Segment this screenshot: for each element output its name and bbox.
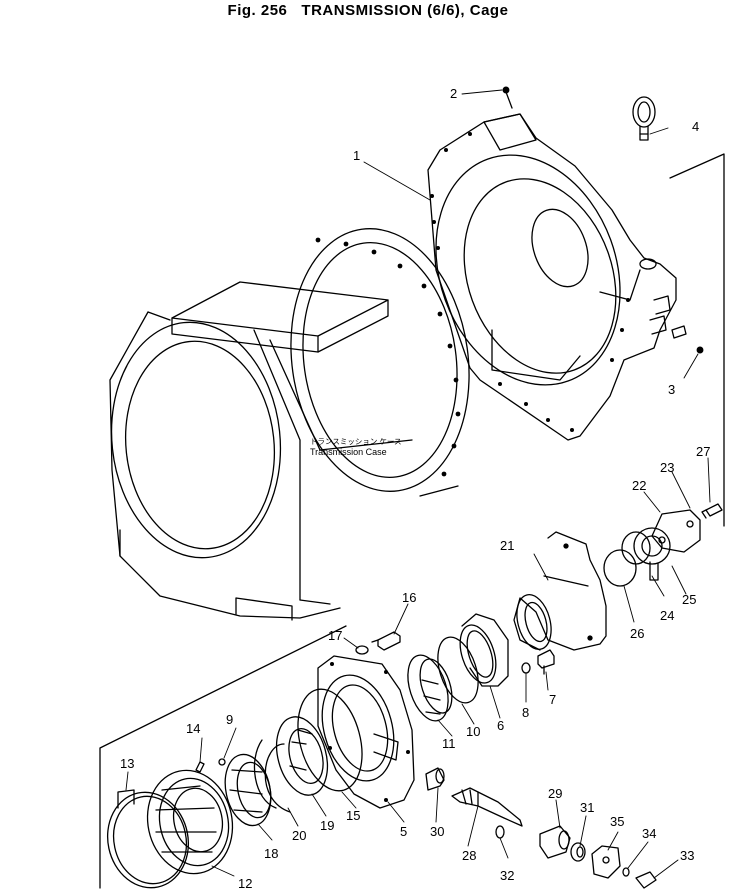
part-13-bracket — [117, 789, 135, 809]
callout-22: 22 — [632, 478, 646, 493]
callout-27: 27 — [696, 444, 710, 459]
seal-carrier-part-6 — [459, 613, 509, 687]
callout-18: 18 — [264, 846, 278, 861]
sleeve-part-29 — [539, 825, 571, 859]
callout-15: 15 — [346, 808, 360, 823]
o-ring-part-26 — [603, 549, 637, 587]
callout-16: 16 — [402, 590, 416, 605]
callout-9: 9 — [226, 712, 233, 727]
figure-caption: TRANSMISSION (6/6), Cage — [301, 2, 509, 19]
callout-14: 14 — [186, 721, 200, 736]
bolt-part-27 — [701, 503, 723, 519]
ring-part-10 — [437, 636, 479, 704]
bolt-part-16 — [371, 631, 401, 651]
callout-10: 10 — [466, 724, 480, 739]
callout-1: 1 — [353, 148, 360, 163]
figure-title: Fig. 256 TRANSMISSION (6/6), Cage — [0, 2, 736, 19]
callout-12: 12 — [238, 876, 252, 891]
seal-ring-part-12 — [146, 769, 234, 875]
leader-lines — [125, 89, 711, 879]
bushing-part-30 — [425, 767, 445, 791]
bearing-part-19 — [275, 716, 329, 796]
assembly-bracket-line — [669, 153, 725, 527]
cover-plate-parts-22-25 — [621, 509, 701, 581]
callout-23: 23 — [660, 460, 674, 475]
callout-8: 8 — [522, 705, 529, 720]
washer-part-8 — [521, 662, 531, 674]
callout-7: 7 — [549, 692, 556, 707]
callout-2: 2 — [450, 86, 457, 101]
transmission-case-label-jp: トランスミッション ケース — [310, 437, 402, 446]
callout-31: 31 — [580, 800, 594, 815]
shaft-part-28 — [451, 787, 523, 827]
callout-28: 28 — [462, 848, 476, 863]
callout-21: 21 — [500, 538, 514, 553]
callout-20: 20 — [292, 828, 306, 843]
callout-33: 33 — [680, 848, 694, 863]
callout-6: 6 — [497, 718, 504, 733]
transmission-case-label-en: Transmission Case — [310, 447, 387, 457]
ring-part-18 — [224, 753, 272, 827]
callout-4: 4 — [692, 119, 699, 134]
callout-25: 25 — [682, 592, 696, 607]
callout-35: 35 — [610, 814, 624, 829]
callout-32: 32 — [500, 868, 514, 883]
cage-housing-part-1 — [427, 113, 677, 441]
o-ring-part-15 — [297, 688, 363, 792]
callout-30: 30 — [430, 824, 444, 839]
callout-24: 24 — [660, 608, 674, 623]
callout-34: 34 — [642, 826, 656, 841]
figure-number: Fig. 256 — [227, 2, 288, 19]
bolt-part-2 — [502, 86, 513, 109]
bearing-cage-part-5 — [317, 655, 415, 809]
o-ring-part-32 — [495, 825, 505, 839]
key-part-14 — [195, 761, 205, 773]
bolt-part-33 — [635, 871, 657, 889]
callout-26: 26 — [630, 626, 644, 641]
callout-3: 3 — [668, 382, 675, 397]
flange-housing-part-21 — [513, 531, 607, 651]
lower-assembly-bracket-line — [99, 625, 347, 889]
bolt-part-3 — [671, 325, 704, 354]
callout-13: 13 — [120, 756, 134, 771]
washer-part-34 — [622, 867, 630, 877]
callout-19: 19 — [320, 818, 334, 833]
callout-29: 29 — [548, 786, 562, 801]
callout-11: 11 — [442, 736, 456, 751]
transmission-case — [109, 228, 470, 621]
eye-bolt-part-4 — [632, 96, 656, 141]
bolt-part-7 — [537, 649, 555, 675]
bearing-part-11 — [407, 654, 453, 722]
callout-5: 5 — [400, 824, 407, 839]
plate-part-35 — [591, 845, 621, 879]
ball-part-9 — [218, 758, 226, 766]
o-ring-part-13 — [106, 791, 190, 889]
callout-17: 17 — [328, 628, 342, 643]
washer-part-17 — [355, 645, 369, 655]
nut-part-31 — [570, 842, 586, 862]
